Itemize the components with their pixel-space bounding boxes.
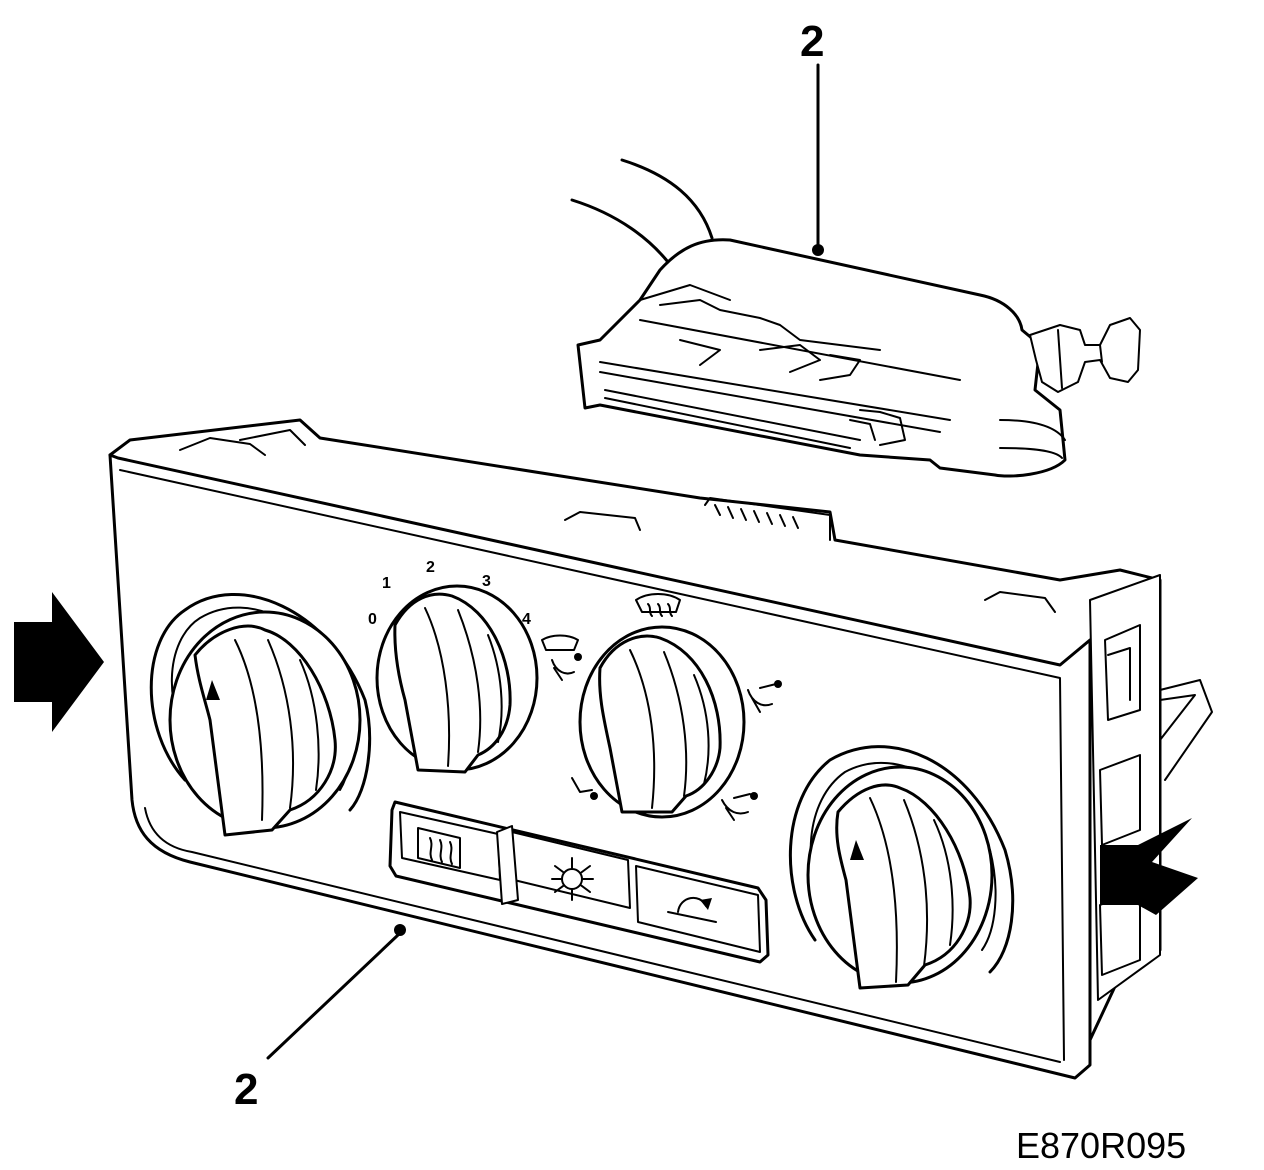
callout-dot-lower: [394, 924, 406, 936]
right-knob-pointer-icon: [850, 840, 864, 860]
right-temperature-knob[interactable]: [788, 745, 1015, 990]
left-knob-pointer-icon: [206, 680, 220, 700]
strip-divider: [496, 825, 519, 905]
connector-housing: [576, 238, 1067, 478]
figure-reference: E870R095: [1016, 1125, 1186, 1166]
callout-dot-upper: [812, 244, 824, 256]
face-floor-vent-icon: [721, 792, 758, 821]
connector-module: [570, 63, 1141, 478]
rear-defrost-icon: [417, 827, 461, 869]
floor-vent-icon: [571, 777, 598, 800]
right-knob-grip: [835, 783, 972, 990]
face-vent-icon: [747, 680, 782, 713]
ac-snowflake-icon: [551, 857, 594, 901]
fan-knob-grip: [393, 592, 512, 774]
windscreen-defrost-icon: [635, 593, 681, 617]
fan-speed-knob[interactable]: 0 1 2 3 4: [368, 559, 539, 774]
recirculation-button[interactable]: [635, 865, 761, 953]
cable-upper: [620, 158, 714, 240]
left-knob-scale-arc: [149, 593, 372, 812]
fan-label-0: 0: [368, 611, 377, 628]
connector-plug: [1029, 317, 1141, 393]
left-temperature-knob[interactable]: [149, 593, 372, 837]
callout-leader-lower: [266, 933, 400, 1060]
fan-label-2: 2: [426, 559, 435, 576]
removal-arrow-left-icon: [14, 592, 104, 732]
removal-arrow-right-icon: [1100, 818, 1198, 915]
climate-control-panel: 0 1 2 3 4: [108, 418, 1213, 1080]
button-strip: [388, 800, 770, 964]
callout-label-upper: 2: [800, 17, 824, 66]
air-distribution-knob[interactable]: [541, 593, 782, 821]
fan-label-1: 1: [382, 575, 391, 592]
left-knob-grip: [193, 624, 337, 837]
fan-label-4: 4: [522, 611, 531, 628]
right-knob-scale-arc: [788, 745, 1015, 974]
distribution-knob-grip: [598, 634, 722, 814]
cable-lower: [570, 198, 670, 264]
fan-label-3: 3: [482, 573, 491, 590]
callout-label-lower: 2: [234, 1065, 258, 1114]
defrost-floor-icon: [541, 634, 582, 681]
recirculation-icon: [667, 896, 717, 923]
